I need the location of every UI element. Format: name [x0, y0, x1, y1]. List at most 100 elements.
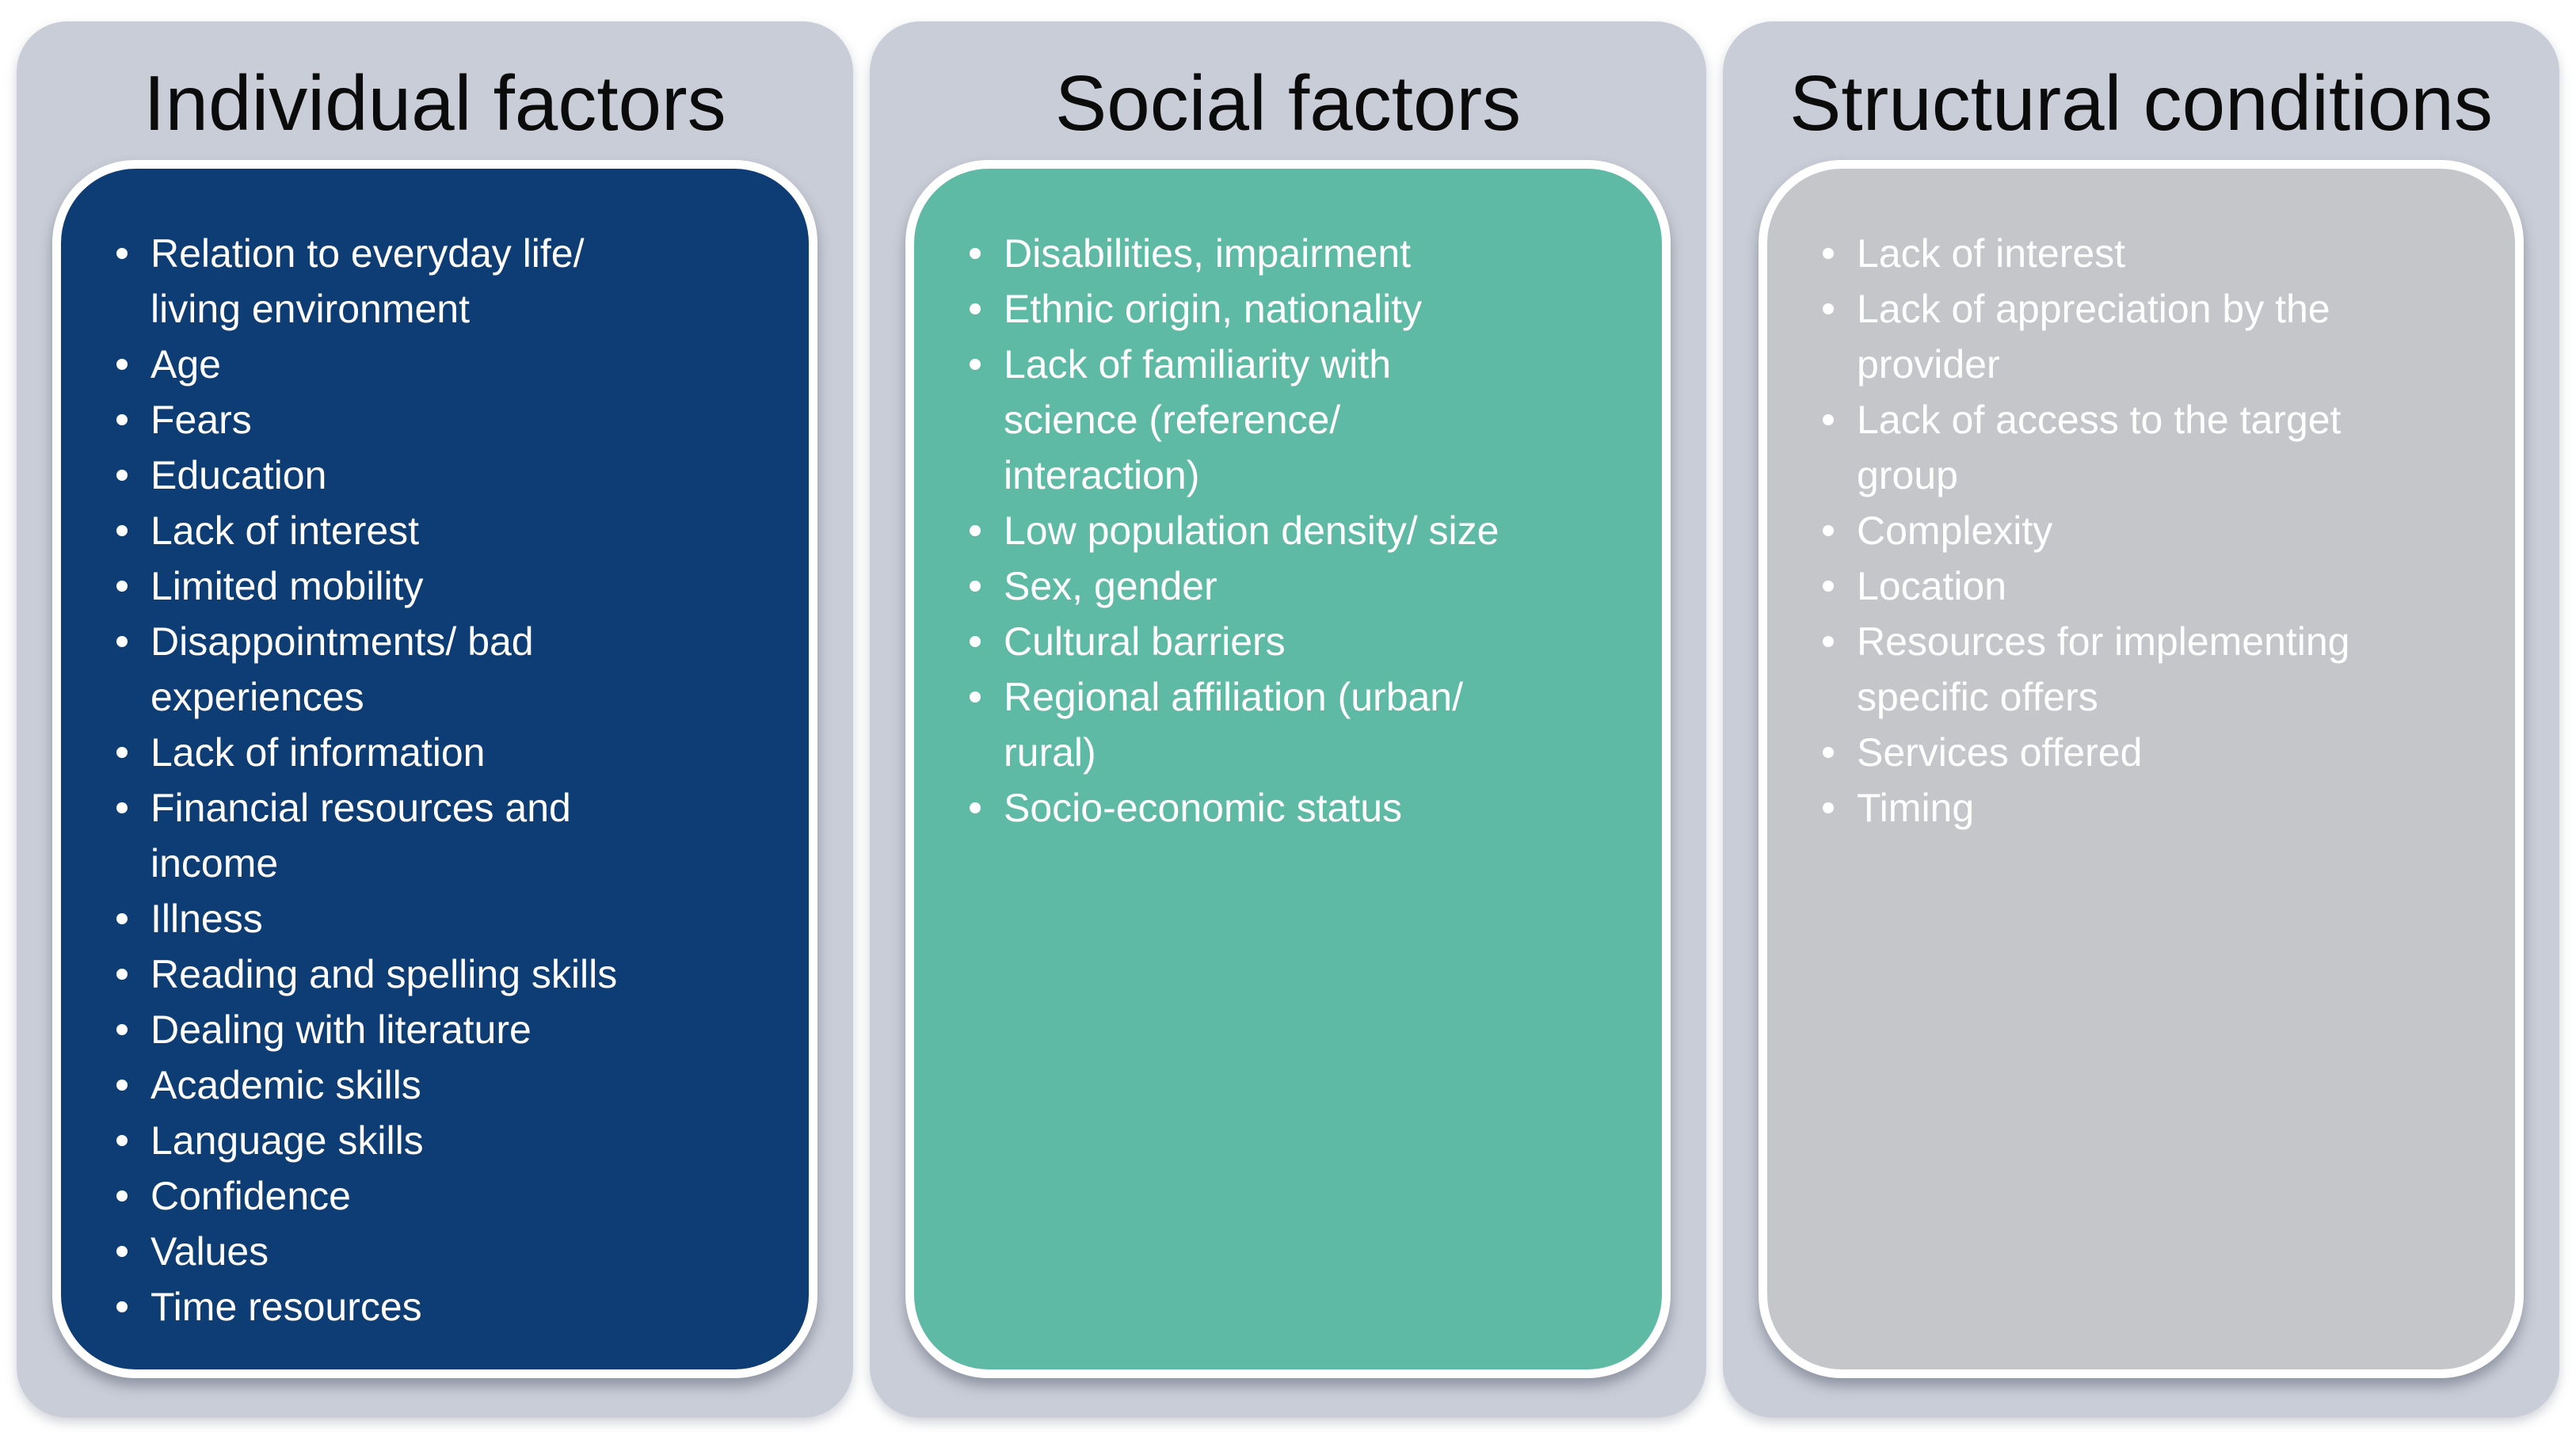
- list-item: Lack of interest: [1823, 226, 2483, 281]
- bullet-icon: [116, 414, 128, 425]
- list-item-text: Resources for implementing specific offe…: [1857, 619, 2350, 719]
- list-item: Complexity: [1823, 503, 2483, 558]
- list-item-text: Lack of interest: [1857, 231, 2126, 276]
- list-item: Language skills: [116, 1113, 777, 1168]
- bullet-icon: [116, 802, 128, 813]
- panel-title: Social factors: [1054, 59, 1522, 147]
- list-item-text: Lack of information: [151, 730, 486, 775]
- list-item: Disappointments/ bad experiences: [116, 614, 777, 725]
- list-item: Academic skills: [116, 1057, 777, 1113]
- list-item: Resources for implementing specific offe…: [1823, 614, 2483, 725]
- list-item-text: Language skills: [151, 1118, 424, 1163]
- list-item-text: Lack of interest: [151, 508, 420, 553]
- list-item-text: Disabilities, impairment: [1004, 231, 1412, 276]
- bullet-icon: [1823, 525, 1834, 536]
- list-item: Lack of interest: [116, 503, 777, 558]
- list-item-text: Location: [1857, 564, 2007, 608]
- list-item-text: Academic skills: [151, 1063, 421, 1107]
- bullet-icon: [970, 303, 981, 314]
- bullet-icon: [116, 913, 128, 924]
- list-item-text: Regional affiliation (urban/ rural): [1004, 675, 1464, 775]
- list-item-text: Lack of appreciation by the provider: [1857, 287, 2330, 387]
- panel-title: Individual factors: [143, 59, 726, 147]
- bullet-icon: [1823, 248, 1834, 259]
- bullet-icon: [1823, 414, 1834, 425]
- list-item: Services offered: [1823, 725, 2483, 780]
- bullet-icon: [1823, 636, 1834, 647]
- list-item-text: Disappointments/ bad experiences: [151, 619, 534, 719]
- bullet-icon: [116, 1246, 128, 1257]
- bullet-icon: [116, 1024, 128, 1035]
- list-item-text: Socio-economic status: [1004, 786, 1403, 830]
- panel-body: Relation to everyday life/ living enviro…: [52, 160, 817, 1378]
- list-item: Fears: [116, 392, 777, 448]
- list-item: Timing: [1823, 780, 2483, 836]
- list-item-text: Reading and spelling skills: [151, 952, 618, 996]
- list-item-text: Dealing with literature: [151, 1007, 532, 1052]
- list-item: Education: [116, 448, 777, 503]
- list-item-text: Complexity: [1857, 508, 2053, 553]
- list-item-text: Sex, gender: [1004, 564, 1218, 608]
- list-item: Lack of access to the target group: [1823, 392, 2483, 503]
- list-item: Dealing with literature: [116, 1002, 777, 1057]
- bullet-icon: [970, 691, 981, 703]
- list-item: Cultural barriers: [970, 614, 1630, 669]
- list-item-text: Relation to everyday life/ living enviro…: [151, 231, 585, 331]
- list-item: Sex, gender: [970, 558, 1630, 614]
- list-item: Limited mobility: [116, 558, 777, 614]
- list-item: Age: [116, 337, 777, 392]
- bullet-icon: [116, 747, 128, 758]
- panel-title: Structural conditions: [1789, 59, 2493, 147]
- bullet-icon: [116, 470, 128, 481]
- list-item-text: Confidence: [151, 1174, 351, 1218]
- bullet-icon: [1823, 581, 1834, 592]
- bullet-icon: [116, 1080, 128, 1091]
- list-item: Relation to everyday life/ living enviro…: [116, 226, 777, 337]
- bullet-icon: [1823, 303, 1834, 314]
- list-item-text: Lack of access to the target group: [1857, 398, 2342, 497]
- list-item-text: Education: [151, 453, 327, 497]
- list-item-text: Lack of familiarity with science (refere…: [1004, 342, 1392, 497]
- list-item: Lack of information: [116, 725, 777, 780]
- list-item: Lack of appreciation by the provider: [1823, 281, 2483, 392]
- bullet-icon: [970, 802, 981, 813]
- list-item-text: Age: [151, 342, 221, 387]
- bullet-icon: [970, 525, 981, 536]
- bullet-icon: [116, 1301, 128, 1312]
- list-item: Lack of familiarity with science (refere…: [970, 337, 1630, 503]
- list-item: Financial resources and income: [116, 780, 777, 891]
- list-item-text: Services offered: [1857, 730, 2143, 775]
- bullet-icon: [116, 636, 128, 647]
- list-item-text: Low population density/ size: [1004, 508, 1499, 553]
- bullet-icon: [116, 359, 128, 370]
- bullet-icon: [970, 248, 981, 259]
- list-item: Low population density/ size: [970, 503, 1630, 558]
- bullet-icon: [1823, 802, 1834, 813]
- bullet-icon: [1823, 747, 1834, 758]
- panel-individual-factors: Individual factors Relation to everyday …: [17, 21, 853, 1418]
- bullet-icon: [116, 581, 128, 592]
- list-item-text: Cultural barriers: [1004, 619, 1286, 664]
- bullet-list: Relation to everyday life/ living enviro…: [61, 169, 809, 1335]
- list-item: Confidence: [116, 1168, 777, 1224]
- list-item: Disabilities, impairment: [970, 226, 1630, 281]
- list-item-text: Limited mobility: [151, 564, 424, 608]
- bullet-icon: [116, 969, 128, 980]
- list-item-text: Time resources: [151, 1285, 422, 1329]
- bullet-icon: [116, 1135, 128, 1146]
- list-item: Regional affiliation (urban/ rural): [970, 669, 1630, 780]
- list-item: Socio-economic status: [970, 780, 1630, 836]
- bullet-icon: [970, 359, 981, 370]
- list-item: Time resources: [116, 1279, 777, 1335]
- bullet-icon: [116, 525, 128, 536]
- bullet-icon: [970, 581, 981, 592]
- list-item-text: Ethnic origin, nationality: [1004, 287, 1423, 331]
- list-item-text: Fears: [151, 398, 252, 442]
